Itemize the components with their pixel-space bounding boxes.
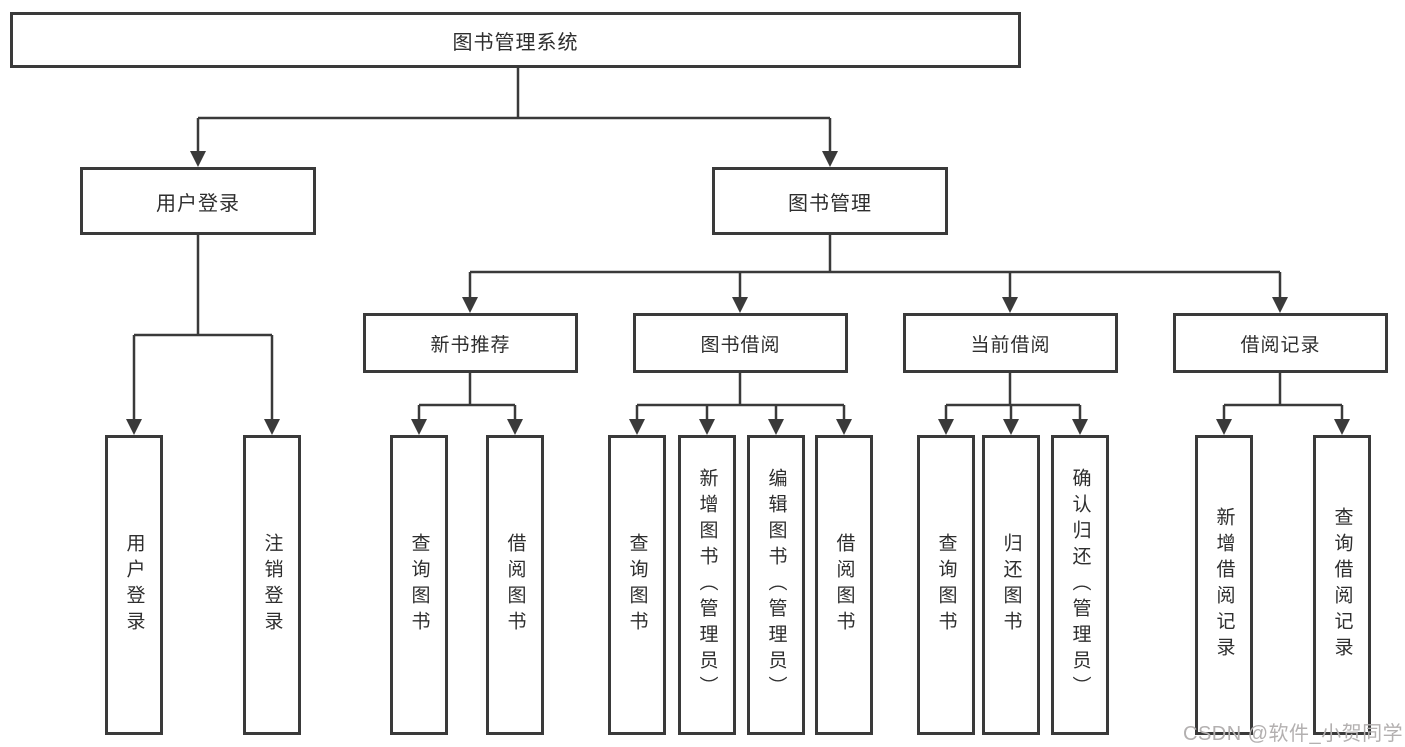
node-root-label: 图书管理系统	[452, 31, 579, 54]
leaf-query-books-borrowing-label: 查询图书	[626, 533, 648, 637]
leaf-add-books-admin-label: 新增图书（管理员）	[696, 468, 718, 702]
leaf-query-borrow-record: 查询借阅记录	[1313, 435, 1371, 735]
node-root-system: 图书管理系统	[10, 12, 1021, 68]
csdn-watermark: CSDN @软件_小贺同学	[1183, 723, 1404, 745]
leaf-user-login-label: 用户登录	[123, 533, 145, 637]
leaf-user-login: 用户登录	[105, 435, 163, 735]
node-user-login: 用户登录	[80, 167, 316, 235]
node-book-management-label: 图书管理	[788, 192, 872, 215]
leaf-query-books-recommend-label: 查询图书	[408, 533, 430, 637]
leaf-add-borrow-record: 新增借阅记录	[1195, 435, 1253, 735]
node-current-borrowing-label: 当前借阅	[970, 334, 1051, 356]
leaf-edit-books-admin: 编辑图书（管理员）	[747, 435, 805, 735]
node-book-borrowing: 图书借阅	[633, 313, 848, 373]
node-user-login-label: 用户登录	[156, 192, 240, 215]
node-current-borrowing: 当前借阅	[903, 313, 1118, 373]
leaf-query-books-borrowing: 查询图书	[608, 435, 666, 735]
node-book-borrowing-label: 图书借阅	[700, 334, 781, 356]
leaf-borrow-books-label: 借阅图书	[833, 533, 855, 637]
leaf-confirm-return-admin: 确认归还（管理员）	[1051, 435, 1109, 735]
leaf-logout: 注销登录	[243, 435, 301, 735]
leaf-borrow-books: 借阅图书	[815, 435, 873, 735]
leaf-edit-books-admin-label: 编辑图书（管理员）	[765, 468, 787, 702]
node-new-book-recommendation: 新书推荐	[363, 313, 578, 373]
leaf-query-books-recommend: 查询图书	[390, 435, 448, 735]
leaf-confirm-return-admin-label: 确认归还（管理员）	[1069, 468, 1091, 702]
leaf-query-borrow-record-label: 查询借阅记录	[1331, 507, 1353, 663]
node-borrowing-records: 借阅记录	[1173, 313, 1388, 373]
leaf-borrow-books-recommend-label: 借阅图书	[504, 533, 526, 637]
leaf-return-books: 归还图书	[982, 435, 1040, 735]
node-book-management: 图书管理	[712, 167, 948, 235]
leaf-query-books-current: 查询图书	[917, 435, 975, 735]
leaf-add-books-admin: 新增图书（管理员）	[678, 435, 736, 735]
node-borrowing-records-label: 借阅记录	[1240, 334, 1321, 356]
leaf-query-books-current-label: 查询图书	[935, 533, 957, 637]
leaf-add-borrow-record-label: 新增借阅记录	[1213, 507, 1235, 663]
leaf-borrow-books-recommend: 借阅图书	[486, 435, 544, 735]
leaf-return-books-label: 归还图书	[1000, 533, 1022, 637]
node-new-book-recommendation-label: 新书推荐	[430, 334, 511, 356]
leaf-logout-label: 注销登录	[261, 533, 283, 637]
